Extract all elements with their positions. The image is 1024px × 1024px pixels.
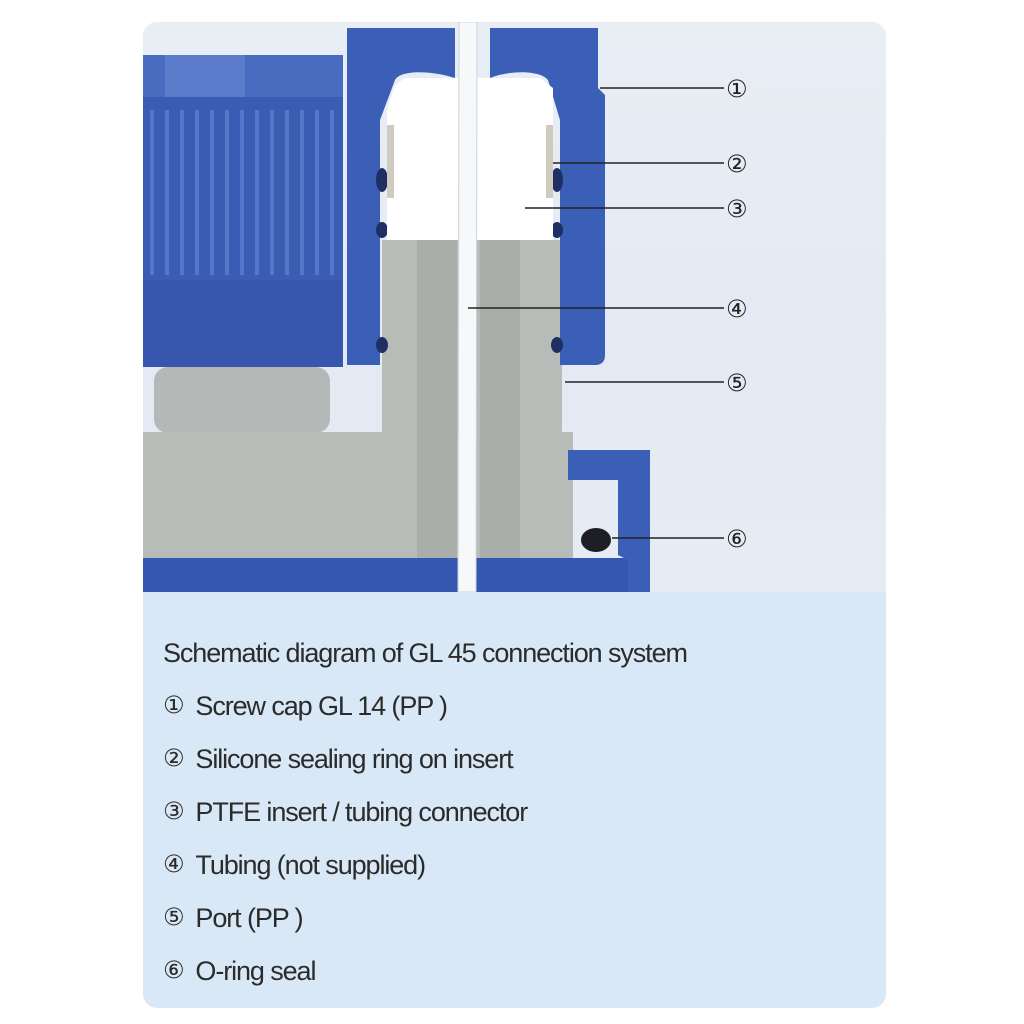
caption: Schematic diagram of GL 45 connection sy… (163, 638, 688, 1008)
legend-number: ⑤ (163, 903, 185, 931)
legend-number: ⑥ (163, 956, 185, 984)
callout-5: ⑤ (726, 369, 748, 397)
schematic-figure: ① ② ③ ④ ⑤ ⑥ (143, 22, 886, 592)
legend-number: ④ (163, 850, 185, 878)
legend-item: ⑥ O-ring seal (163, 956, 687, 1008)
legend-item: ② Silicone sealing ring on insert (163, 744, 687, 797)
leader-lines (468, 87, 724, 539)
connection-schematic (143, 22, 724, 592)
legend-number: ① (163, 691, 185, 719)
callout-4: ④ (726, 295, 748, 323)
legend-number: ② (163, 744, 185, 772)
callout-1: ① (726, 75, 748, 103)
port-body (143, 240, 573, 562)
legend-label: Tubing (not supplied) (195, 850, 426, 880)
vessel-base (143, 450, 650, 592)
tubing (457, 22, 478, 592)
legend-label: Port (PP ) (195, 903, 303, 933)
caption-title: Schematic diagram of GL 45 connection sy… (163, 638, 688, 668)
callout-2: ② (726, 150, 748, 178)
callout-3: ③ (726, 195, 748, 223)
silicone-ring-left (387, 125, 394, 198)
gl45-cap-left (143, 55, 343, 433)
silicone-ring-right (546, 125, 553, 198)
diagram-card: ① ② ③ ④ ⑤ ⑥ Schematic diagram of GL 45 c… (143, 22, 886, 1008)
legend-number: ③ (163, 797, 185, 825)
legend-label: Screw cap GL 14 (PP ) (195, 691, 448, 721)
legend-item: ③ PTFE insert / tubing connector (163, 797, 687, 850)
legend-label: Silicone sealing ring on insert (195, 744, 513, 774)
legend-item: ① Screw cap GL 14 (PP ) (163, 691, 687, 744)
legend-label: PTFE insert / tubing connector (195, 797, 528, 827)
screw-cap-gl14 (347, 28, 605, 365)
legend-label: O-ring seal (195, 956, 316, 986)
legend-item: ⑤ Port (PP ) (163, 903, 687, 956)
callout-6: ⑥ (726, 525, 748, 553)
legend-item: ④ Tubing (not supplied) (163, 850, 687, 903)
o-ring (581, 528, 611, 552)
